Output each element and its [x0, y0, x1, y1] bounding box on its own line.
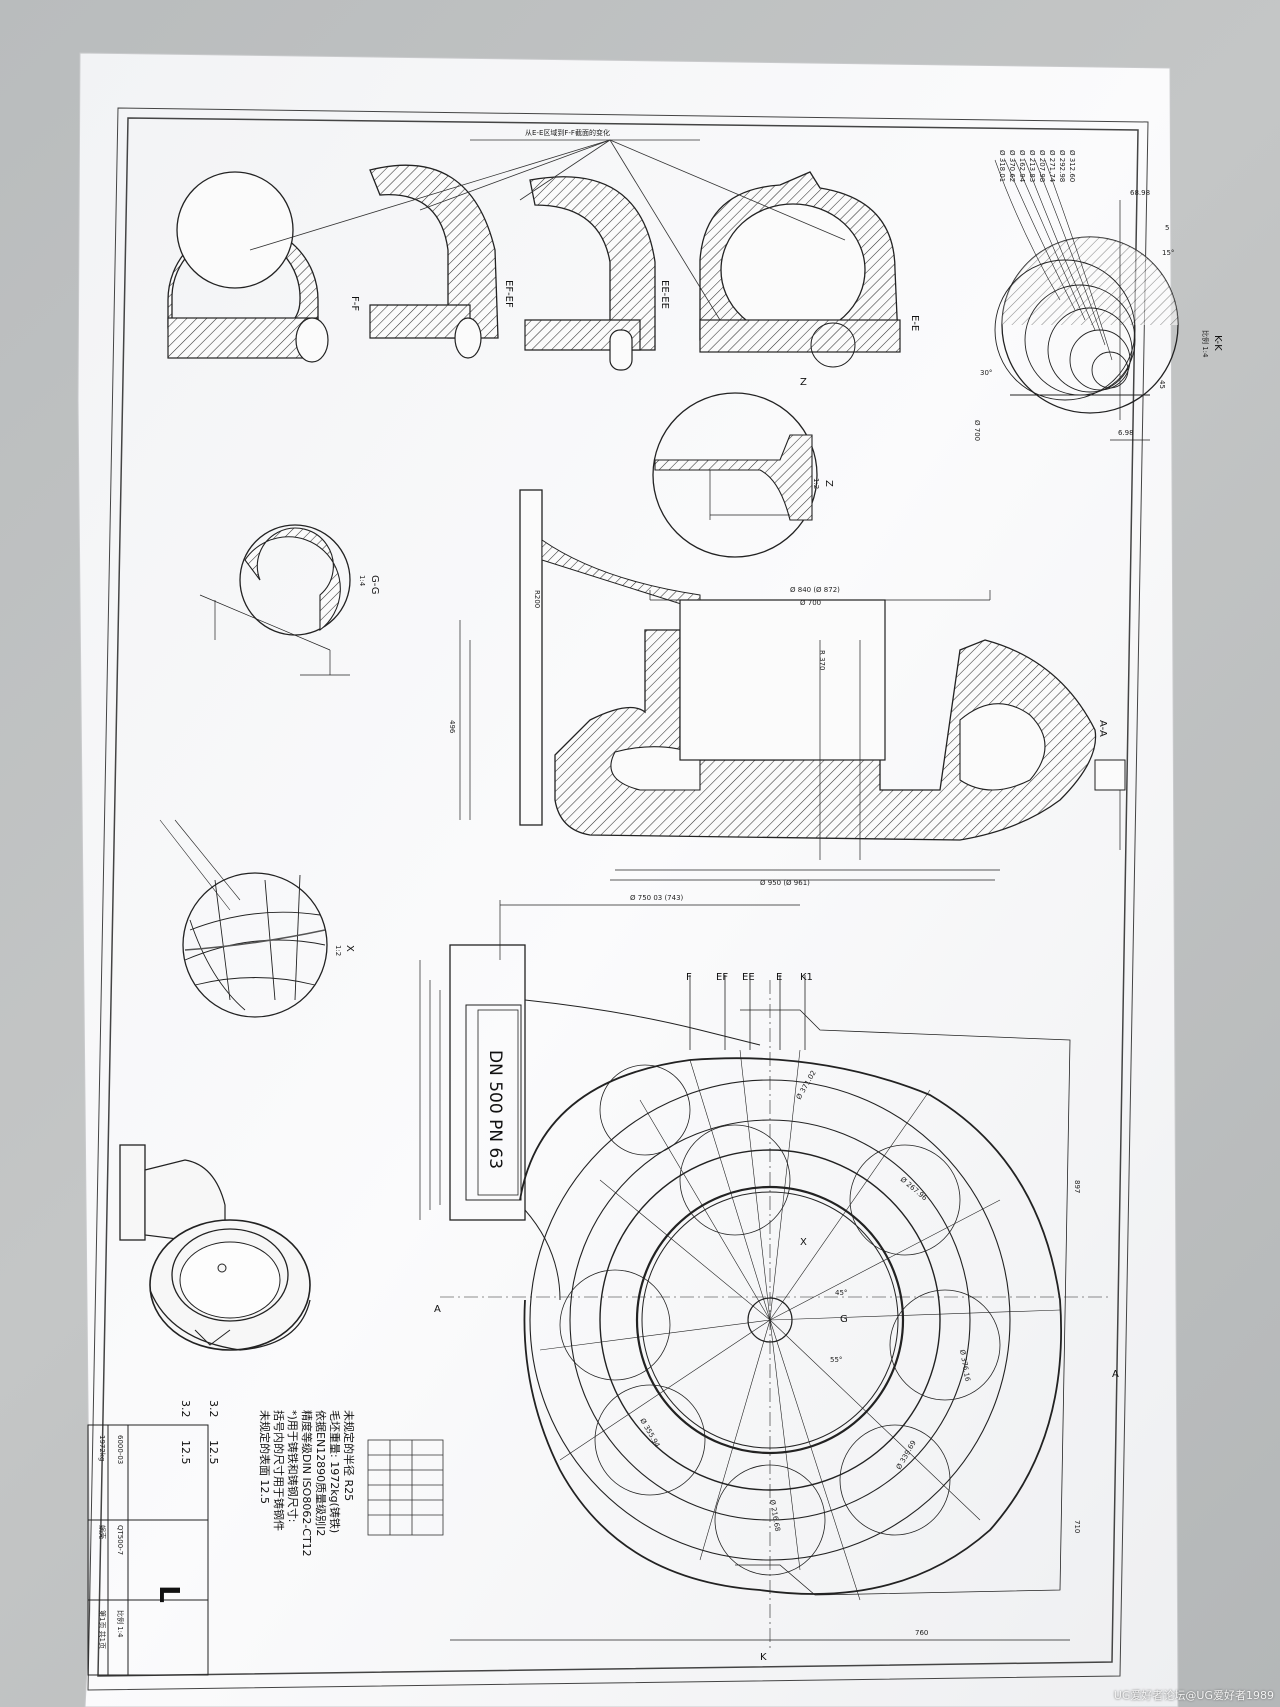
- section-ff-label: F-F: [349, 296, 360, 311]
- cut-label-ef: EF: [716, 972, 728, 983]
- angle-55: 55°: [830, 1356, 842, 1364]
- tb-sheet: 第1页 共1页: [98, 1610, 107, 1649]
- side-dim-897: 897: [1073, 1180, 1081, 1193]
- revision-table: [367, 1439, 444, 1536]
- title-block: [87, 1424, 209, 1676]
- kk-radius-0: Ø 318.01: [998, 150, 1006, 182]
- title-block-text: 1972kg 6000-03 蜗壳 QT500-7 第1页 共1页 比例 1:4: [98, 1435, 125, 1649]
- side-dim-710: 710: [1073, 1520, 1081, 1533]
- section-aa-label: A-A: [1097, 720, 1108, 737]
- kk-dim-side: 45: [1158, 380, 1166, 389]
- section-kk-scale: 比例 1:4: [1201, 330, 1210, 358]
- tb-weight: 1972kg: [98, 1435, 106, 1461]
- roughness-1: 3.2: [179, 1400, 192, 1418]
- aa-dim-h: 496: [448, 720, 456, 734]
- aa-dim-700: Ø 700: [800, 599, 821, 607]
- section-z-label: Z: [823, 480, 834, 487]
- cut-label-k1: K1: [800, 972, 813, 983]
- section-ff: F-F: [167, 171, 360, 363]
- tb-letter: L: [153, 1585, 186, 1603]
- section-ee-label: E-E: [909, 315, 920, 331]
- note-3: 精度等级DIN ISO8062-CT12: [300, 1410, 314, 1557]
- bottom-cut-k: K: [760, 1652, 767, 1663]
- section-x: [159, 819, 328, 1018]
- section-gg: [199, 524, 351, 676]
- section-gg-scale: 1:4: [358, 575, 366, 587]
- section-x-scale: 1:2: [334, 945, 342, 956]
- watermark: UG爱好者论坛@UG爱好者1989: [1113, 1689, 1274, 1702]
- cut-label-f: F: [686, 972, 692, 983]
- kk-radii-labels: Ø 318.01 Ø 370.62 Ø 162.94 Ø 213.83 Ø 20…: [998, 150, 1076, 183]
- roughness-0: 3.2: [207, 1400, 220, 1418]
- kk-radius-5: Ø 271.74: [1048, 150, 1056, 183]
- tb-name: 蜗壳: [98, 1525, 107, 1539]
- cut-a-right: A: [1112, 1369, 1119, 1380]
- note-2: 依据EN12890质量级别I2: [314, 1410, 328, 1536]
- kk-dim-bottom: Ø 700: [973, 420, 981, 441]
- section-ee: E-E Z: [699, 171, 920, 388]
- section-leaders: [249, 139, 846, 321]
- x-mark: X: [800, 1237, 807, 1248]
- roughness-2: 12.5: [207, 1440, 220, 1465]
- kk-dim-angle: 15°: [1162, 249, 1174, 257]
- section-eeee: EE-EE: [524, 176, 670, 371]
- kk-dim-small: 5: [1165, 224, 1169, 232]
- roughness-3: 12.5: [179, 1440, 192, 1465]
- svg-text:Z: Z: [800, 377, 807, 388]
- plan-view: [419, 900, 1110, 1650]
- section-aa: [459, 489, 1126, 881]
- note-6: 未规定的表面 12.5: [258, 1410, 272, 1504]
- note-0: 未规定的半径 R25: [342, 1410, 356, 1501]
- cut-label-ee: EE: [742, 972, 755, 983]
- kk-dim-bottom2: 6.98: [1118, 429, 1134, 437]
- section-x-label: X: [344, 945, 355, 952]
- kk-radius-6: Ø 292.98: [1058, 150, 1066, 182]
- kk-radius-4: Ø 207.98: [1038, 150, 1046, 182]
- header-note: 从E-E区域到F-F截面的变化: [525, 128, 610, 137]
- section-gg-label: G-G: [369, 575, 380, 594]
- section-efef: EF-EF: [369, 164, 514, 359]
- kk-dim-angle2: 30°: [980, 369, 992, 377]
- section-kk-label: K-K: [1212, 335, 1223, 351]
- kk-radius-3: Ø 213.83: [1028, 150, 1036, 182]
- kk-dim-top: 68.98: [1130, 189, 1150, 197]
- kk-radius-1: Ø 370.62: [1008, 150, 1016, 182]
- note-1: 毛坯重量: 1972kg(铸铁): [328, 1410, 342, 1533]
- tb-scale: 比例 1:4: [116, 1610, 125, 1638]
- roughness-symbols: 3.2 3.2 12.5 12.5: [179, 1400, 220, 1465]
- section-efef-label: EF-EF: [503, 280, 514, 308]
- notes-block: 未规定的半径 R25 毛坯重量: 1972kg(铸铁) 依据EN12890质量级…: [258, 1410, 356, 1557]
- kk-radius-7: Ø 312.60: [1068, 150, 1076, 182]
- cut-label-e: E: [776, 972, 782, 983]
- dn-label: DN 500 PN 63: [485, 1050, 505, 1169]
- g-mark: G: [840, 1314, 848, 1325]
- aa-dim-bottom: Ø 950 (Ø 961): [760, 879, 810, 887]
- section-eeee-label: EE-EE: [659, 280, 670, 309]
- kk-radius-2: Ø 162.94: [1018, 150, 1026, 183]
- tb-material: QT500-7: [116, 1525, 124, 1555]
- pictorial-view: [119, 1144, 311, 1351]
- drawing-frame: [87, 107, 1149, 1691]
- bottom-dim-760: 760: [915, 1629, 928, 1637]
- note-4: *)用于铸铁和铸钢尺寸:: [286, 1410, 300, 1523]
- aa-dim-r2: R 370: [818, 650, 826, 670]
- section-z-scale: 1:2: [812, 478, 820, 489]
- note-5: 括号内的尺寸用于铸钢件: [272, 1410, 286, 1531]
- aa-dim-top: Ø 840 (Ø 872): [790, 586, 840, 594]
- section-kk: [994, 159, 1179, 441]
- flange-dim: Ø 750 03 (743): [630, 894, 684, 902]
- tb-drawing-no: 6000-03: [116, 1435, 124, 1464]
- aa-dim-r: R200: [533, 590, 541, 608]
- angle-45: 45°: [835, 1289, 847, 1297]
- cut-a-left: A: [434, 1304, 441, 1315]
- section-z: [652, 392, 818, 558]
